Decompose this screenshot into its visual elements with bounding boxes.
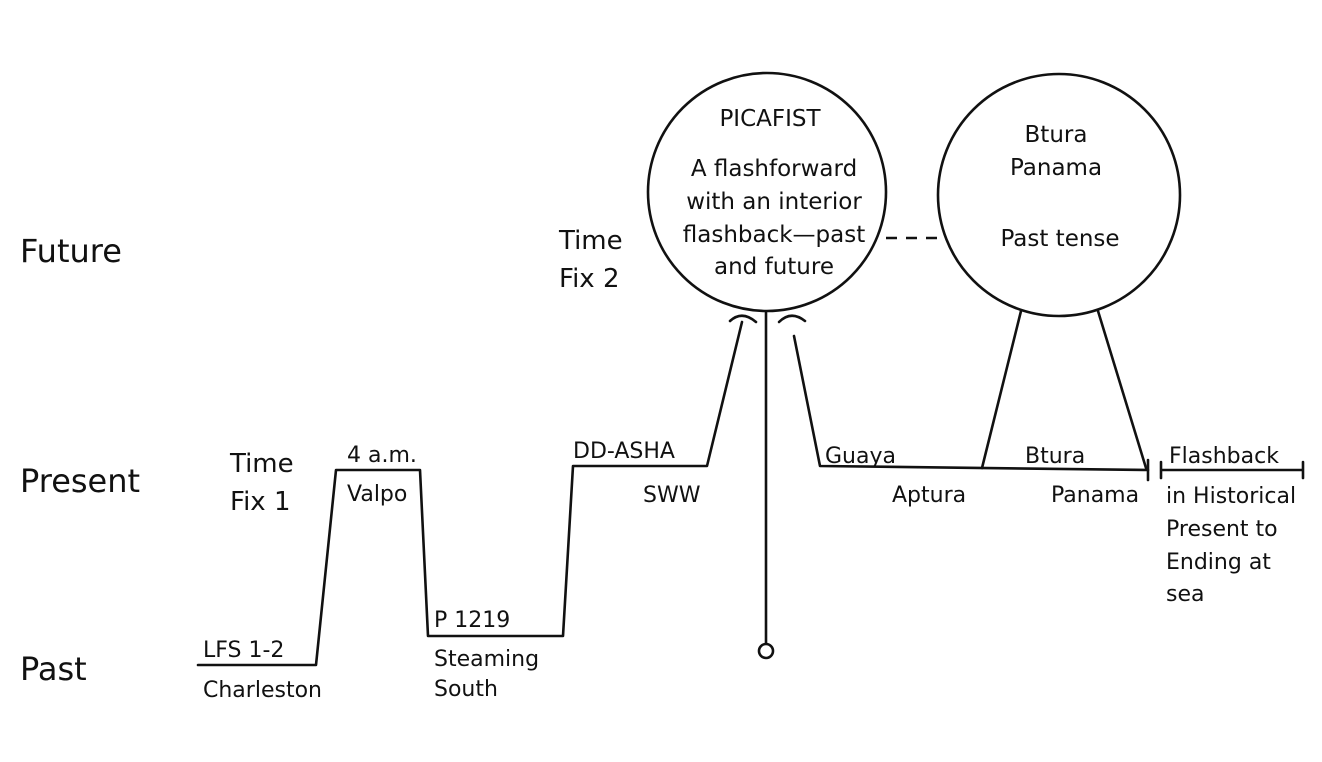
label-aptura: Aptura [892,483,966,508]
time-fix-1-label: Time Fix 1 [229,449,294,517]
svg-text:South: South [434,677,498,702]
right-circle-connector-1 [980,309,1023,470]
row-label-past: Past [20,650,87,688]
svg-text:Steaming: Steaming [434,647,539,672]
left-hook [728,314,758,324]
present-path-right [792,334,1150,472]
flashback-bracket [1159,460,1305,480]
label-p1219: P 1219 [434,608,510,633]
time-fix-2-label: Time Fix 2 [558,226,623,294]
svg-text:flashback—past: flashback—past [683,222,866,248]
label-guaya: Guaya [825,444,896,469]
svg-text:Btura: Btura [1025,122,1088,148]
label-flashback: Flashback [1169,444,1279,469]
svg-text:with an interior: with an interior [686,189,862,215]
svg-text:A flashforward: A flashforward [691,156,857,182]
label-dd-asha: DD-ASHA [573,439,675,464]
label-btura: Btura [1025,444,1085,469]
row-label-present: Present [20,462,140,500]
svg-text:Present to: Present to [1166,517,1278,542]
label-charleston: Charleston [203,678,322,703]
picafist-circle-text: PICAFIST A flashforward with an interior… [683,106,866,280]
svg-text:Ending at: Ending at [1166,550,1271,575]
svg-text:Panama: Panama [1010,155,1102,181]
svg-text:Fix 2: Fix 2 [559,264,619,294]
timeline-path [196,320,744,667]
btura-panama-circle [936,72,1182,318]
picafist-circle [646,71,888,313]
svg-text:and future: and future [714,254,834,280]
label-panama: Panama [1051,483,1139,508]
svg-text:sea: sea [1166,582,1204,607]
svg-text:Time: Time [229,449,294,479]
right-hook [777,314,807,324]
label-steaming-south: Steaming South [434,647,539,702]
svg-text:Past tense: Past tense [1000,226,1119,252]
right-circle-connector-2 [1096,309,1148,470]
label-lfs: LFS 1-2 [203,638,284,663]
label-flashback-note: in Historical Present to Ending at sea [1166,484,1296,607]
svg-text:Fix 1: Fix 1 [230,487,290,517]
btura-panama-circle-text: Btura Panama Past tense [1000,122,1119,252]
svg-text:in Historical: in Historical [1166,484,1296,509]
label-valpo: Valpo [347,482,407,507]
row-label-future: Future [20,232,122,270]
svg-text:Time: Time [558,226,623,256]
stem-end-circle [757,642,775,660]
label-4am: 4 a.m. [347,443,417,468]
svg-text:PICAFIST: PICAFIST [719,106,821,132]
label-sww: SWW [643,483,701,508]
